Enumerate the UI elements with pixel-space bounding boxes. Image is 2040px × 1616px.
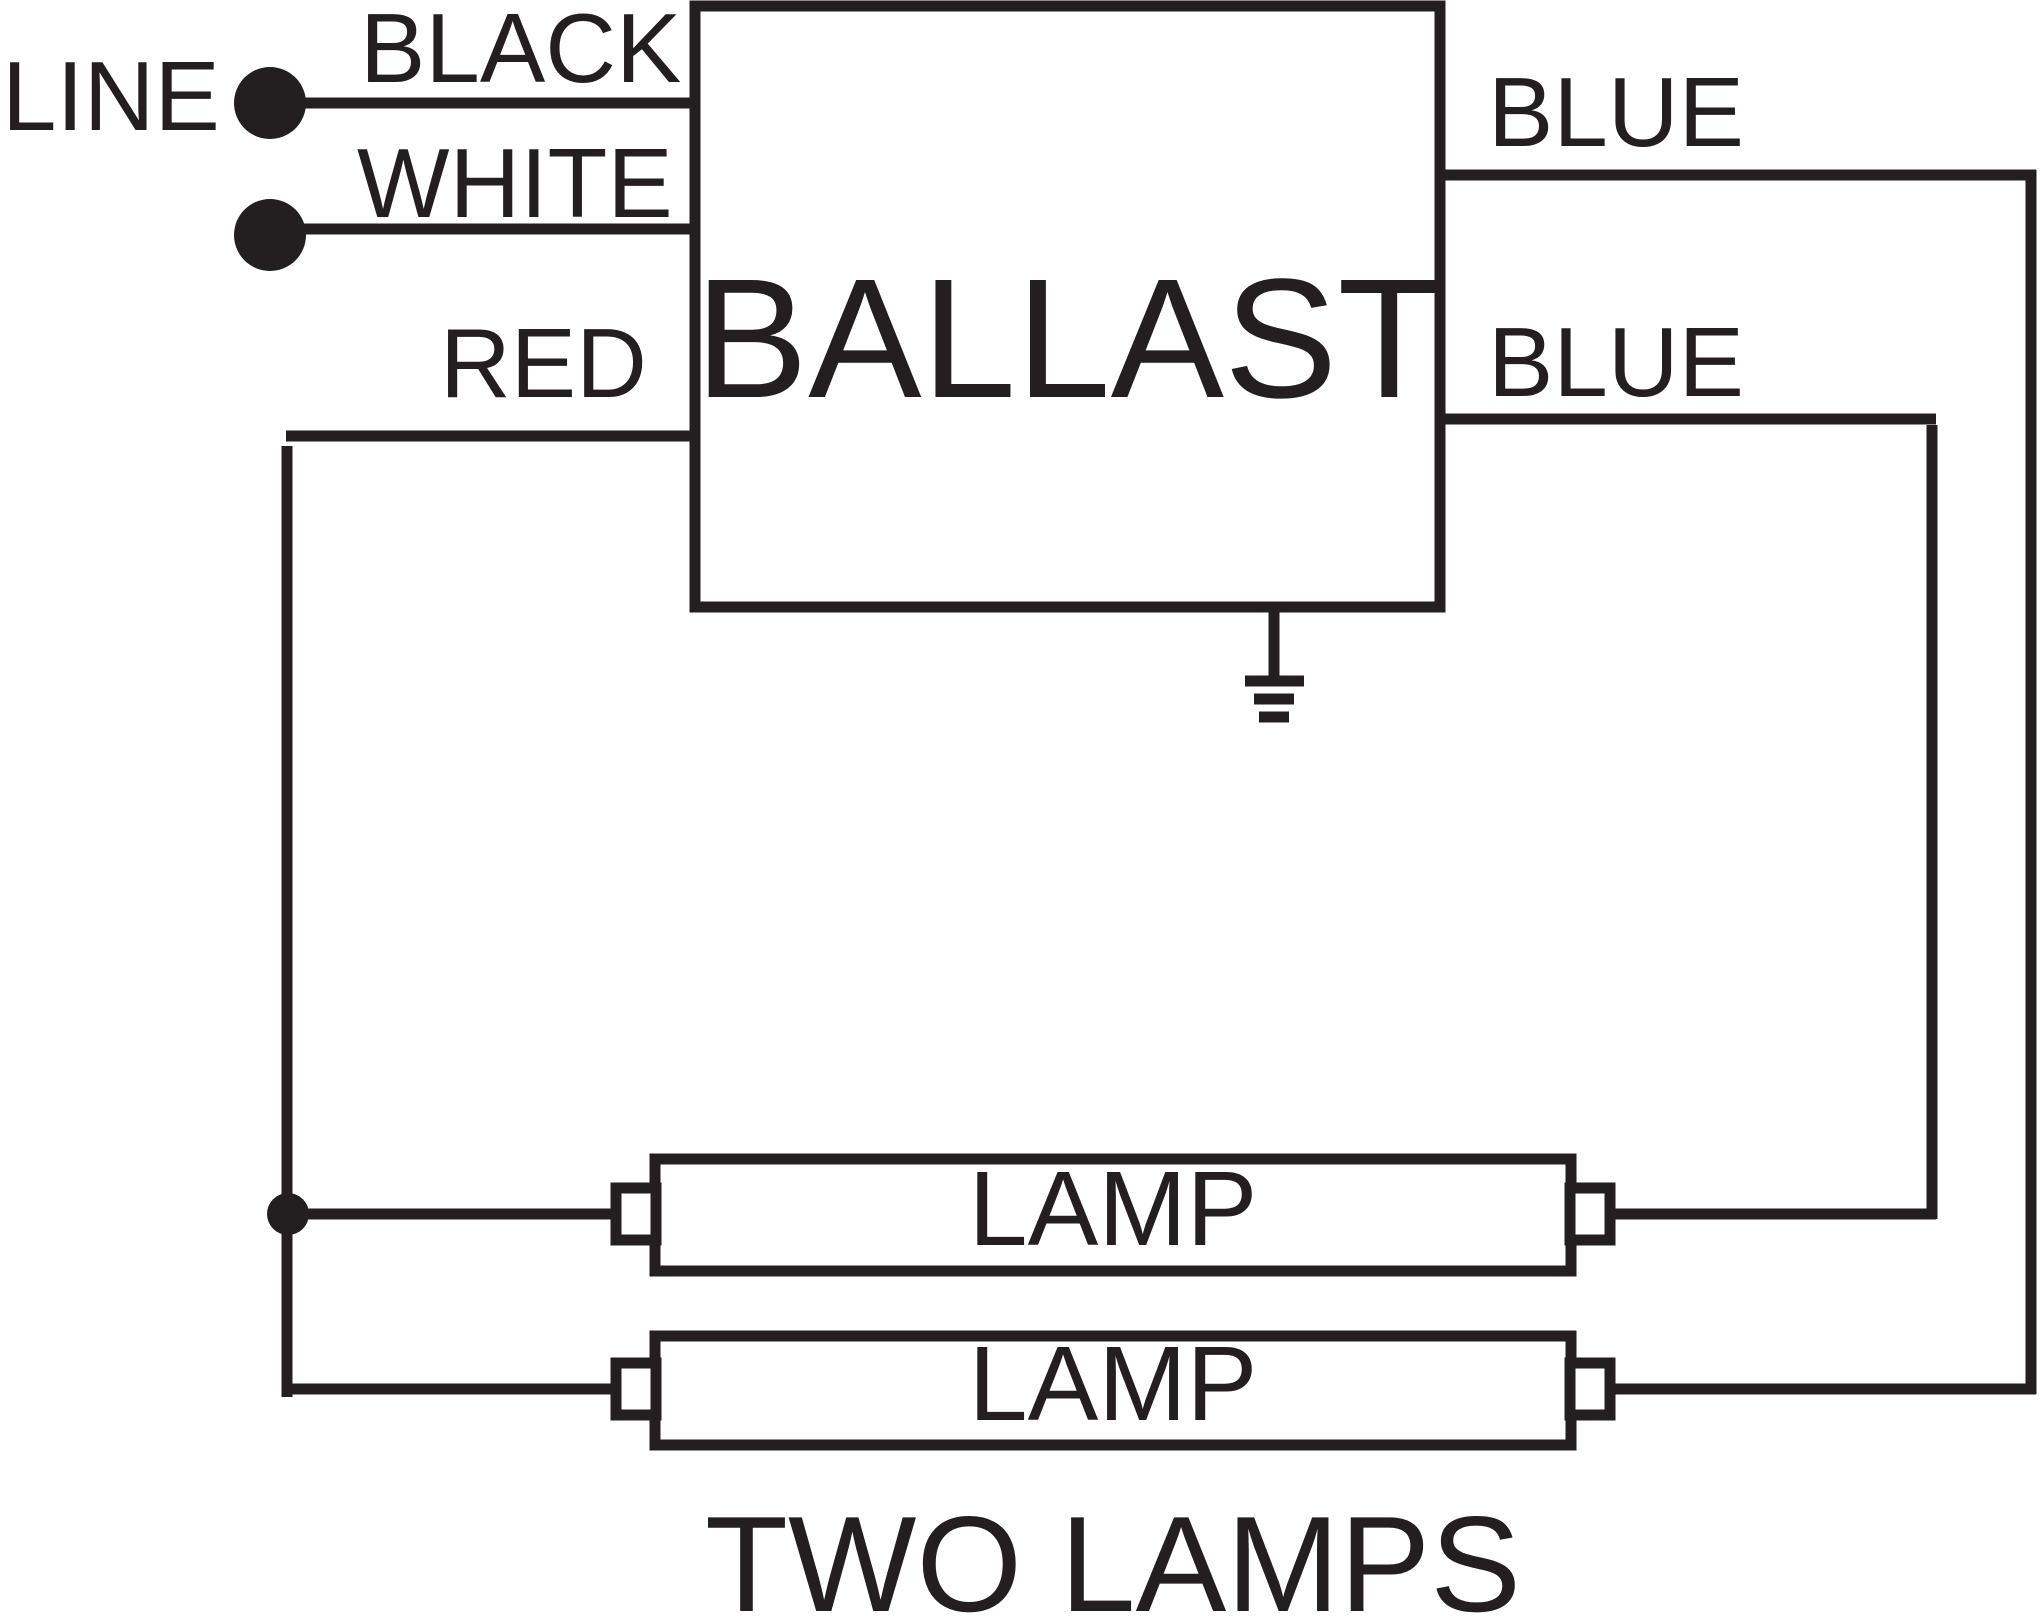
blue-wire-bottom-label: BLUE (1488, 307, 1744, 417)
diagram-caption: TWO LAMPS (705, 1488, 1521, 1616)
ballast-box (689, 0, 1446, 613)
lamp-bottom (610, 1330, 1616, 1451)
lamp-top (610, 1153, 1616, 1277)
line-terminal-dot-icon (234, 199, 306, 271)
line-label: LINE (2, 41, 220, 151)
lamp-top-label: LAMP (969, 1150, 1258, 1268)
black-wire-label: BLACK (360, 0, 681, 103)
line-terminal-dot-icon (234, 67, 306, 139)
ground-symbol-icon (1245, 612, 1304, 723)
ballast-label: BALLAST (695, 244, 1442, 434)
lamp-bottom-label: LAMP (969, 1325, 1258, 1443)
white-wire-label: WHITE (357, 128, 673, 238)
junction-dot-icon (267, 1193, 309, 1235)
blue-wire-top-label: BLUE (1488, 57, 1744, 167)
red-wire-label: RED (440, 308, 647, 418)
